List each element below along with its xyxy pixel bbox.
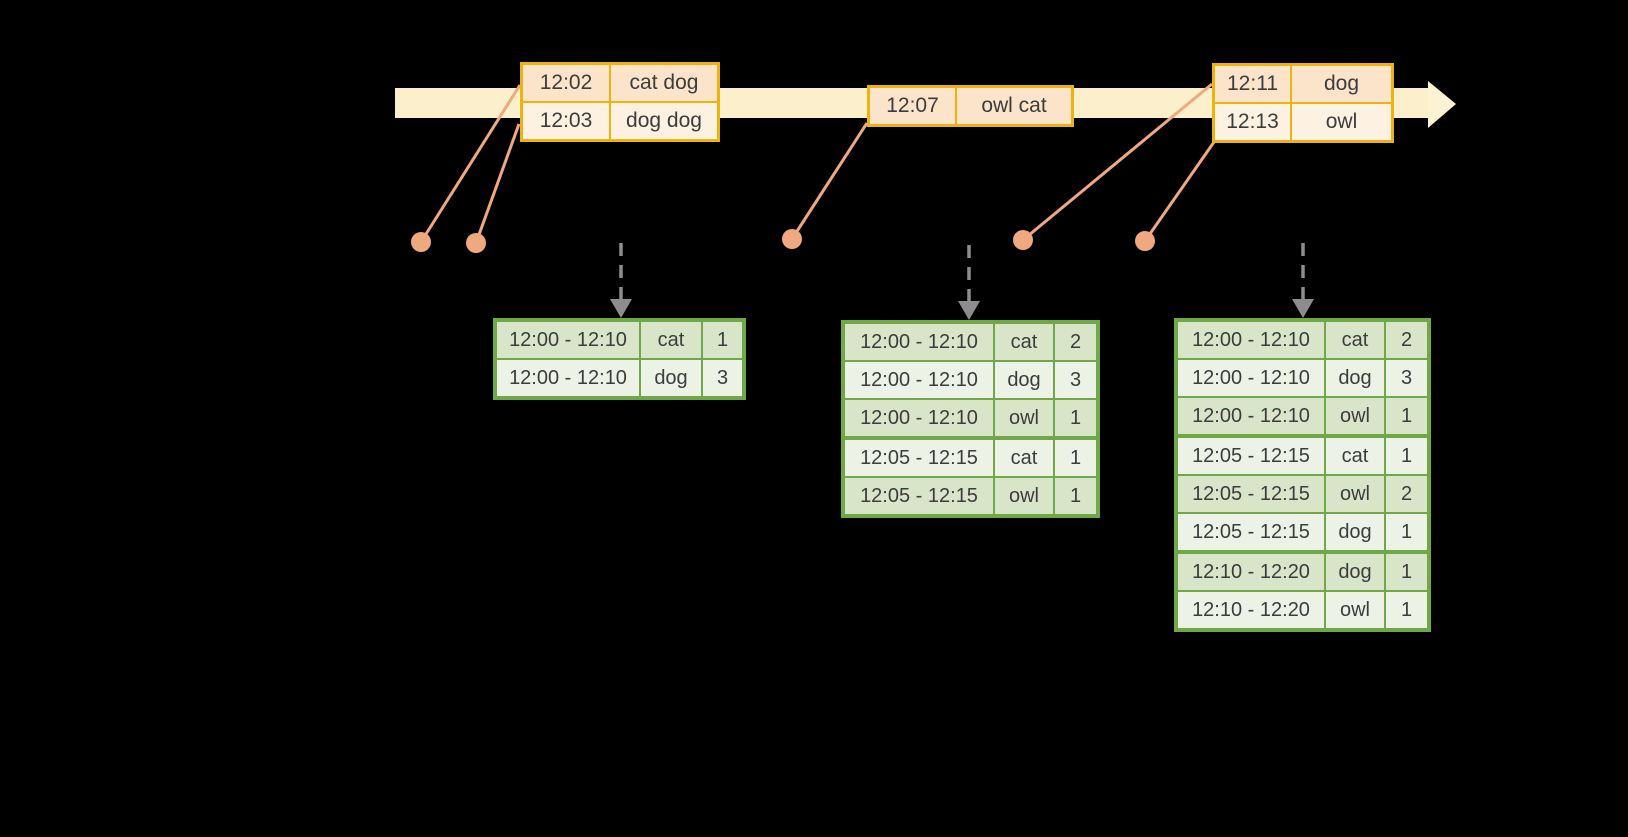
- cell-count: 1: [1384, 434, 1430, 476]
- cell-word: owl: [1324, 474, 1386, 514]
- cell-words: dog: [1290, 63, 1394, 104]
- cell-window: 12:00 - 12:10: [494, 319, 641, 360]
- cell-window: 12:00 - 12:10: [842, 398, 995, 439]
- down-arrow-icon: [1292, 299, 1314, 318]
- cell-word: cat: [1324, 319, 1386, 360]
- down-arrow-icon: [958, 301, 980, 320]
- cell-count: 2: [1384, 474, 1430, 514]
- cell-time: 12:13: [1212, 102, 1292, 143]
- event-dot-icon: [411, 232, 431, 252]
- cell-word: dog: [639, 358, 703, 399]
- cell-window: 12:10 - 12:20: [1175, 550, 1326, 592]
- connector-line-1: [419, 84, 522, 243]
- cell-word: dog: [1324, 358, 1386, 398]
- cell-time: 12:11: [1212, 63, 1292, 104]
- cell-window: 12:05 - 12:15: [1175, 474, 1326, 514]
- cell-count: 1: [1053, 436, 1099, 478]
- cell-count: 2: [1384, 319, 1430, 360]
- trigger-arrow-2: [958, 245, 980, 320]
- connector-line-5: [1143, 141, 1216, 242]
- cell-time: 12:07: [867, 85, 957, 127]
- trigger-arrow-3: [1292, 243, 1314, 318]
- cell-words: owl: [1290, 102, 1394, 143]
- cell-count: 1: [1384, 550, 1430, 592]
- cell-word: cat: [993, 321, 1055, 362]
- cell-word: dog: [1324, 512, 1386, 553]
- cell-word: owl: [993, 476, 1055, 517]
- cell-count: 1: [1053, 398, 1099, 439]
- cell-words: dog dog: [609, 101, 720, 142]
- cell-word: cat: [993, 436, 1055, 478]
- cell-words: cat dog: [609, 62, 720, 103]
- cell-time: 12:03: [520, 101, 611, 142]
- cell-window: 12:00 - 12:10: [1175, 319, 1326, 360]
- trigger-arrow-1: [610, 243, 632, 318]
- cell-window: 12:00 - 12:10: [1175, 358, 1326, 398]
- cell-count: 3: [701, 358, 745, 399]
- connector-line-2: [474, 123, 521, 244]
- cell-count: 1: [1384, 590, 1430, 631]
- cell-window: 12:10 - 12:20: [1175, 590, 1326, 631]
- cell-window: 12:00 - 12:10: [494, 358, 641, 399]
- event-dot-icon: [782, 229, 802, 249]
- cell-count: 1: [701, 319, 745, 360]
- cell-words: owl cat: [955, 85, 1074, 127]
- cell-window: 12:05 - 12:15: [1175, 434, 1326, 476]
- event-dot-icon: [1013, 230, 1033, 250]
- cell-count: 1: [1384, 512, 1430, 553]
- cell-count: 3: [1053, 360, 1099, 400]
- connector-line-3: [790, 122, 869, 240]
- cell-count: 1: [1053, 476, 1099, 517]
- cell-count: 3: [1384, 358, 1430, 398]
- cell-window: 12:00 - 12:10: [842, 321, 995, 362]
- cell-count: 1: [1384, 396, 1430, 437]
- cell-word: cat: [639, 319, 703, 360]
- cell-word: cat: [1324, 434, 1386, 476]
- cell-window: 12:00 - 12:10: [842, 360, 995, 400]
- cell-word: dog: [1324, 550, 1386, 592]
- cell-word: owl: [1324, 590, 1386, 631]
- cell-window: 12:05 - 12:15: [1175, 512, 1326, 553]
- cell-time: 12:02: [520, 62, 611, 103]
- cell-window: 12:05 - 12:15: [842, 436, 995, 478]
- event-dot-icon: [1135, 231, 1155, 251]
- cell-window: 12:05 - 12:15: [842, 476, 995, 517]
- down-arrow-icon: [610, 299, 632, 318]
- cell-window: 12:00 - 12:10: [1175, 396, 1326, 437]
- cell-word: dog: [993, 360, 1055, 400]
- cell-word: owl: [1324, 396, 1386, 437]
- cell-word: owl: [993, 398, 1055, 439]
- event-dot-icon: [466, 233, 486, 253]
- cell-count: 2: [1053, 321, 1099, 362]
- event-dots: [411, 229, 1155, 253]
